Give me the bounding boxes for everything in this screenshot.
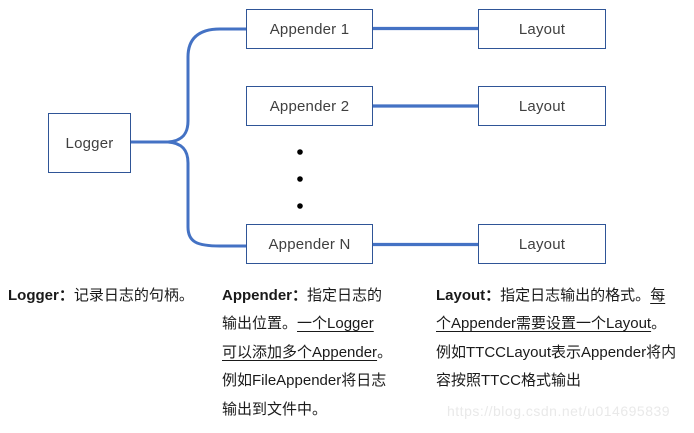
desc-line: Appender：指定日志的 (222, 287, 383, 304)
desc-line: Logger：记录日志的句柄。 (8, 287, 194, 304)
logger-to-appender1-connector (129, 27, 248, 144)
layout1-node: Layout (478, 9, 606, 49)
logger-node: Logger (48, 113, 131, 173)
layout3-node: Layout (478, 224, 606, 264)
logger-to-appenderN-connector (129, 140, 248, 248)
appender1-node: Appender 1 (246, 9, 373, 49)
vertical-ellipsis-icon (297, 149, 303, 209)
desc-line: 可以添加多个Appender。 (222, 343, 393, 361)
desc-line: 容按照TTCC格式输出 (436, 372, 581, 390)
appenderN-node: Appender N (246, 224, 373, 264)
logger-description: Logger：记录日志的句柄。 (8, 282, 222, 310)
desc-line: 输出位置。一个Logger (222, 315, 374, 333)
appender-description: Appender：指定日志的输出位置。一个Logger 可以添加多个Appende… (222, 282, 426, 424)
appender2-node: Appender 2 (246, 86, 373, 126)
desc-line: 例如FileAppender将日志 (222, 372, 387, 390)
desc-line: Layout：指定日志输出的格式。每 (436, 287, 666, 304)
layout-description: Layout：指定日志输出的格式。每个Appender需要设置一个Layout。… (436, 282, 694, 396)
csdn-watermark: https://blog.csdn.net/u014695839 (447, 403, 671, 419)
desc-line: 个Appender需要设置一个Layout。 (436, 315, 667, 333)
desc-line: 例如TTCCLayout表示Appender将内 (436, 343, 677, 361)
desc-line: 输出到文件中。 (222, 400, 328, 418)
layout2-node: Layout (478, 86, 606, 126)
